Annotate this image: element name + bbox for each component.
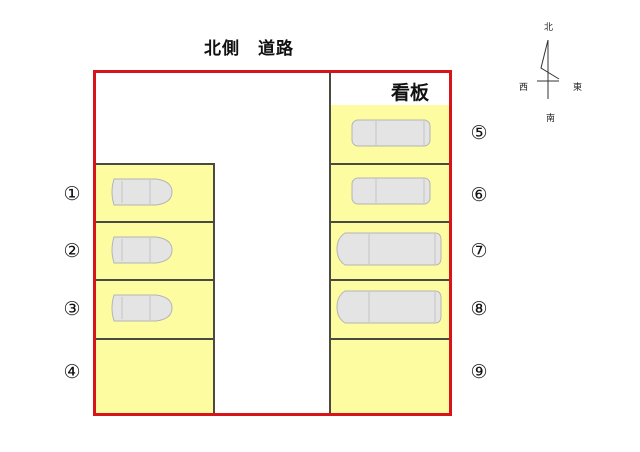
van-icon xyxy=(351,177,431,205)
space-number-7: ⑦ xyxy=(470,240,488,262)
space-divider xyxy=(96,221,215,223)
minivan-icon xyxy=(336,232,442,266)
space-divider xyxy=(331,279,449,281)
space-number-1: ① xyxy=(63,183,81,205)
road-label: 北側 道路 xyxy=(204,39,294,59)
space-divider xyxy=(96,279,215,281)
compact-car-icon xyxy=(111,294,173,322)
space-number-9: ⑨ xyxy=(470,361,488,383)
right-column-edge xyxy=(329,73,331,413)
space-divider xyxy=(331,163,449,165)
minivan-icon xyxy=(336,290,442,324)
space-number-5: ⑤ xyxy=(470,122,488,144)
space-divider xyxy=(96,338,215,340)
compass-south: 南 xyxy=(546,114,556,124)
compass-east: 東 xyxy=(573,83,583,93)
left-column-edge xyxy=(213,163,215,413)
space-divider xyxy=(331,221,449,223)
space-divider xyxy=(331,338,449,340)
space-number-4: ④ xyxy=(63,361,81,383)
van-icon xyxy=(351,119,431,147)
compass-arrow-icon xyxy=(537,39,560,99)
compact-car-icon xyxy=(111,178,173,206)
parking-lot-boundary: 看板 xyxy=(93,70,452,416)
compass-north: 北 xyxy=(544,23,554,33)
space-number-8: ⑧ xyxy=(470,298,488,320)
space-number-3: ③ xyxy=(63,298,81,320)
compact-car-icon xyxy=(111,236,173,264)
signboard-label: 看板 xyxy=(391,82,430,104)
left-top-divider xyxy=(96,163,215,165)
space-number-6: ⑥ xyxy=(470,184,488,206)
space-number-2: ② xyxy=(63,240,81,262)
compass-west: 西 xyxy=(519,83,529,93)
